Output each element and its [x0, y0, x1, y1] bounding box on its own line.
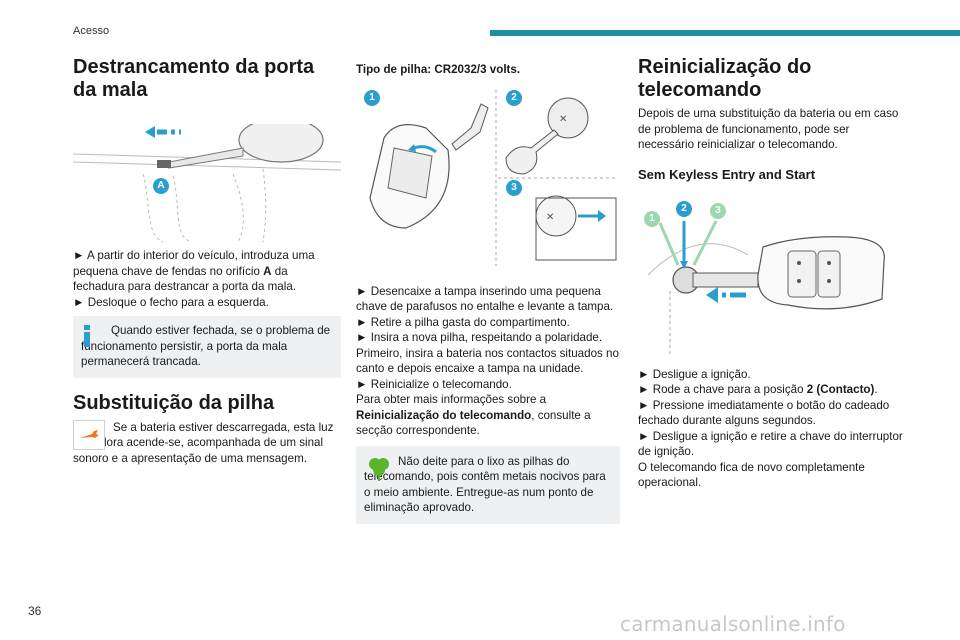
trunk-step-1: ► A partir do interior do veículo, intro…: [73, 249, 315, 293]
trunk-figure: A: [72, 117, 342, 244]
battery-more-info: Para obter mais informações sobre a Rein…: [356, 393, 591, 437]
reset-step-2: ► Rode a chave para a posição 2 (Contact…: [638, 383, 878, 396]
battery-type: Tipo de pilha: CR2032/3 volts.: [356, 63, 521, 76]
eco-note: Não deite para o lixo as pilhas do telec…: [356, 445, 620, 524]
header-accent-bar: [490, 30, 960, 36]
info-icon: [83, 325, 91, 347]
battery-figure: ✕ ✕ 1 2 3: [356, 88, 620, 268]
section-label: Acesso: [73, 25, 110, 37]
reset-steps: ► Desligue a ignição. ► Rode a chave par…: [638, 367, 908, 491]
reset-step-1: ► Desligue a ignição.: [638, 367, 751, 381]
watermark: carmanualsonline.info: [620, 612, 846, 636]
key-ignition-figure: 1 2 3: [638, 195, 908, 355]
trunk-info-note: Quando estiver fechada, se o problema de…: [73, 316, 341, 378]
recycle-leaf-icon: [368, 456, 390, 482]
reset-step-3-marker: 3: [710, 202, 726, 219]
step-1-marker: 1: [364, 89, 380, 106]
info-note-text: Quando estiver fechada, se o problema de…: [81, 324, 331, 368]
column-remote-reset: Reinicialização do telecomando Depois de…: [638, 56, 908, 491]
reset-step-3: ► Pressione imediatamente o botão do cad…: [638, 398, 890, 428]
svg-text:✕: ✕: [546, 212, 554, 223]
trunk-unlock-title: Destrancamento da porta da mala: [73, 56, 315, 101]
battery-warning-text: Se a bateria estiver descarregada, esta …: [73, 420, 334, 465]
step-3-marker: 3: [506, 179, 522, 196]
reset-step-4: ► Desligue a ignição e retire a chave do…: [638, 429, 903, 459]
label-a-text: A: [157, 180, 165, 191]
battery-step-4: ► Reinicialize o telecomando.: [356, 377, 512, 391]
reset-closing: O telecomando fica de novo completamente…: [638, 460, 865, 490]
reset-step-2-marker: 2: [676, 200, 692, 217]
eco-note-text: Não deite para o lixo as pilhas do telec…: [364, 454, 606, 515]
key-ignition-illustration: [647, 219, 885, 355]
battery-warning: Se a bateria estiver descarregada, esta …: [73, 419, 341, 467]
remote-reset-title: Reinicialização do telecomando: [638, 56, 812, 101]
battery-steps: ► Desencaixe a tampa inserindo uma peque…: [356, 284, 620, 439]
battery-step-3: ► Insira a nova pilha, respeitando a pol…: [356, 331, 619, 375]
page-number: 36: [28, 604, 42, 618]
remote-reset-intro: Depois de uma substituição da bateria ou…: [638, 107, 899, 151]
reset-step-1-marker: 1: [644, 210, 660, 227]
column-battery-steps: Tipo de pilha: CR2032/3 volts. ✕ ✕ 1: [356, 56, 620, 524]
step-2-marker: 2: [506, 89, 522, 106]
label-a-marker: A: [153, 178, 169, 194]
wrench-warning-icon: [73, 419, 105, 450]
svg-text:✕: ✕: [559, 114, 567, 125]
battery-replacement-illustration: ✕ ✕: [369, 89, 618, 266]
trunk-step-2: ► Desloque o fecho para a esquerda.: [73, 295, 269, 309]
trunk-lock-illustration: [72, 117, 342, 243]
battery-step-1: ► Desencaixe a tampa inserindo uma peque…: [356, 284, 614, 314]
battery-replace-title: Substituição da pilha: [73, 391, 275, 414]
column-trunk-and-battery: Destrancamento da porta da mala A ► A pa…: [72, 56, 342, 467]
battery-step-2: ► Retire a pilha gasta do compartimento.: [356, 315, 570, 329]
no-keyless-subtitle: Sem Keyless Entry and Start: [638, 166, 816, 182]
